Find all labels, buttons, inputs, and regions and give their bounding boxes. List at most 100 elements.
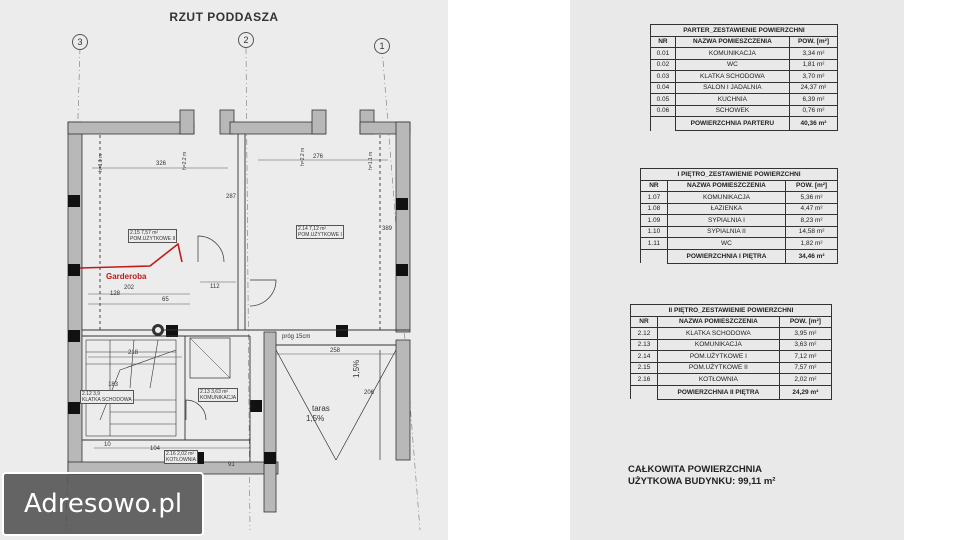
room-id: 2.16 xyxy=(166,451,176,457)
cell-name: SCHOWEK xyxy=(674,104,790,117)
cell-area: 24,37 m² xyxy=(788,81,839,94)
cell-name: KLATKA SCHODOWA xyxy=(656,327,780,340)
cell-blank xyxy=(640,248,668,263)
plan-title: RZUT PODDASZA xyxy=(169,10,279,24)
cell-area: 3,70 m² xyxy=(788,70,839,83)
height-note: h=1.1 m xyxy=(98,153,104,172)
cell-nr: 1.10 xyxy=(640,225,668,238)
sum-label: POWIERZCHNIA I PIĘTRA xyxy=(666,248,787,264)
garderoba-label: Garderoba xyxy=(106,272,147,281)
cell-area: 3,95 m² xyxy=(778,327,833,340)
room-label-2-15: 2.15 7,57 m² POM.UŻYTKOWE II xyxy=(128,229,178,243)
sum-value: 24,29 m² xyxy=(778,384,833,400)
threshold-note: próg 15cm xyxy=(282,334,311,340)
room-name: KOTŁOWNIA xyxy=(166,457,197,463)
header-name: NAZWA POMIESZCZENIA xyxy=(656,315,780,328)
cell-name: KOMUNIKACJA xyxy=(666,191,787,204)
dimension-label: 104 xyxy=(150,446,161,452)
room-name: KOMUNIKACJA xyxy=(200,395,237,401)
cell-name: WC xyxy=(674,58,790,71)
cell-name: KOMUNIKACJA xyxy=(674,47,790,60)
header-area: POW. [m²] xyxy=(788,35,839,48)
total-line-1: CAŁKOWITA POWIERZCHNIA xyxy=(628,464,763,475)
room-id: 2.14 xyxy=(298,226,308,232)
terrace-label: taras xyxy=(312,404,330,413)
cell-area: 1,81 m² xyxy=(788,58,839,71)
cell-nr: 2.16 xyxy=(630,373,658,386)
adresowo-watermark: Adresowo.pl xyxy=(2,472,204,536)
room-id: 2.15 xyxy=(130,230,140,236)
cell-area: 14,58 m² xyxy=(785,225,838,238)
slope-label: 1,5% xyxy=(306,414,325,423)
axis-marker-2: 2 xyxy=(238,32,254,48)
header-nr: NR xyxy=(630,315,658,328)
cell-nr: 0.06 xyxy=(650,104,676,117)
table-title: I PIĘTRO_ZESTAWIENIE POWIERZCHNI xyxy=(640,168,838,181)
header-nr: NR xyxy=(640,179,668,192)
height-note: h=1.1 m xyxy=(368,151,374,170)
cell-name: ŁAZIENKA xyxy=(666,202,787,215)
room-area: 2,02 m² xyxy=(177,451,195,457)
height-note: h=2.2 m xyxy=(300,147,306,166)
cell-nr: 1.07 xyxy=(640,191,668,204)
cell-area: 8,23 m² xyxy=(785,214,838,227)
total-area: CAŁKOWITA POWIERZCHNIA UŻYTKOWA BUDYNKU:… xyxy=(628,464,775,488)
table-title: II PIĘTRO_ZESTAWIENIE POWIERZCHNI xyxy=(630,304,832,317)
cell-area: 5,36 m² xyxy=(785,191,838,204)
cell-name: SYPIALNIA I xyxy=(666,214,787,227)
cell-area: 1,82 m² xyxy=(785,237,838,250)
cell-area: 7,12 m² xyxy=(778,350,833,363)
dimension-label: 183 xyxy=(108,382,119,388)
axis-marker-1: 1 xyxy=(374,38,390,54)
floor-plan-sheet: RZUT PODDASZA 3 2 1 2.15 7,57 m² POM.UŻY… xyxy=(0,0,448,540)
floor-plan-drawing xyxy=(65,47,421,531)
sum-label: POWIERZCHNIA PARTERU xyxy=(674,116,790,131)
sum-value: 34,46 m² xyxy=(785,248,838,264)
dimension-label: 10 xyxy=(104,442,111,448)
cell-area: 7,57 m² xyxy=(778,361,833,374)
room-name: POM.UŻYTKOWE II xyxy=(130,236,176,242)
cell-name: SALON I JADALNIA xyxy=(674,81,790,94)
cell-name: KLATKA SCHODOWA xyxy=(674,70,790,83)
dimension-label: 276 xyxy=(313,154,324,160)
cell-name: KUCHNIA xyxy=(674,93,790,106)
cell-nr: 0.04 xyxy=(650,81,676,94)
cell-blank xyxy=(630,384,658,399)
axis-marker-3: 3 xyxy=(72,34,88,50)
room-area: 3,9 xyxy=(93,391,101,397)
room-id: 2.12 xyxy=(82,391,92,397)
table-sum-row: POWIERZCHNIA II PIĘTRA 24,29 m² xyxy=(630,384,833,400)
room-label-2-13: 2.13 3,63 m² KOMUNIKACJA xyxy=(198,388,239,402)
dimension-label: 258 xyxy=(330,348,341,354)
cell-area: 3,34 m² xyxy=(788,47,839,60)
cell-area: 0,76 m² xyxy=(788,104,839,117)
room-id: 2.13 xyxy=(200,389,210,395)
cell-nr: 2.12 xyxy=(630,327,658,340)
height-note: h=2.2 m xyxy=(182,151,188,170)
cell-area: 6,39 m² xyxy=(788,93,839,106)
table-title: PARTER_ZESTAWIENIE POWIERZCHNI xyxy=(650,24,838,37)
dimension-label: 128 xyxy=(110,291,121,297)
dimension-label: 202 xyxy=(124,285,135,291)
room-label-2-12: 2.12 3,9 KLATKA SCHODOWA xyxy=(80,390,134,404)
cell-nr: 2.15 xyxy=(630,361,658,374)
header-nr: NR xyxy=(650,35,676,48)
dimension-label: 218 xyxy=(128,350,139,356)
sum-value: 40,36 m² xyxy=(788,116,839,131)
room-label-2-16: 2.16 2,02 m² KOTŁOWNIA xyxy=(164,450,199,464)
room-area: 3,63 m² xyxy=(211,389,229,395)
header-name: NAZWA POMIESZCZENIA xyxy=(674,35,790,48)
header-area: POW. [m²] xyxy=(778,315,833,328)
room-name: POM.UŻYTKOWE I xyxy=(298,232,342,238)
table-sum-row: POWIERZCHNIA I PIĘTRA 34,46 m² xyxy=(640,248,838,264)
cell-nr: 1.11 xyxy=(640,237,668,250)
